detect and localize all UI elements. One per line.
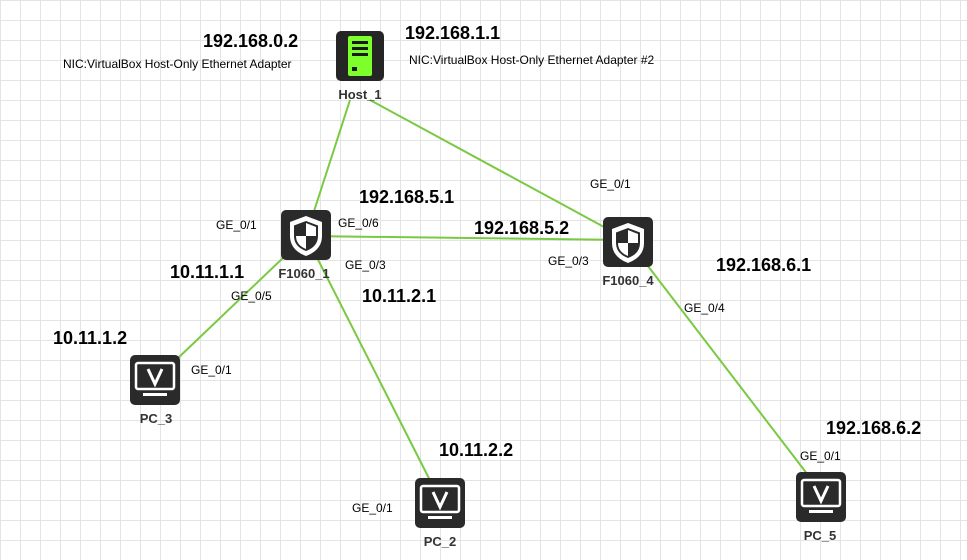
pc-monitor-icon <box>419 484 461 519</box>
port-pc2-ge01: GE_0/1 <box>352 501 393 515</box>
pc-2-device[interactable]: PC_2 <box>415 478 465 549</box>
port-f1060-4-ge04: GE_0/4 <box>684 301 725 315</box>
pc-2-box <box>415 478 465 528</box>
ip-pc3: 10.11.1.2 <box>53 328 127 348</box>
link-f1060-4-pc5[interactable] <box>627 239 822 493</box>
link-f1060-1-f1060-4[interactable] <box>305 235 629 241</box>
ip-f1060-1-to-pc2: 10.11.2.1 <box>362 286 436 306</box>
pc-monitor-icon <box>800 478 842 513</box>
nic-host1-right: NIC:VirtualBox Host-Only Ethernet Adapte… <box>409 53 655 67</box>
f1060-1-label: F1060_1 <box>278 266 329 281</box>
pc-5-device[interactable]: PC_5 <box>796 472 846 543</box>
ip-pc5: 192.168.6.2 <box>826 418 921 438</box>
ip-f1060-4-to-pc5: 192.168.6.1 <box>716 255 811 275</box>
pc-5-box <box>796 472 846 522</box>
pc-monitor-icon <box>134 361 176 396</box>
ip-f1060-1-to-pc3: 10.11.1.1 <box>170 262 244 282</box>
firewall-shield-icon <box>612 223 644 263</box>
f1060-4-device[interactable]: F1060_4 <box>602 217 654 288</box>
nic-host1-left: NIC:VirtualBox Host-Only Ethernet Adapte… <box>63 57 292 71</box>
port-f1060-1-ge06: GE_0/6 <box>338 216 379 230</box>
host-1-label: Host_1 <box>338 87 381 102</box>
pc-3-label: PC_3 <box>140 411 173 426</box>
port-pc3-ge01: GE_0/1 <box>191 363 232 377</box>
port-pc5-ge01: GE_0/1 <box>800 449 841 463</box>
server-icon <box>348 36 372 76</box>
ip-f1060-1-to-f1060-4: 192.168.5.1 <box>359 187 454 207</box>
firewall-shield-icon <box>290 216 322 256</box>
ip-host1-right: 192.168.1.1 <box>405 23 500 43</box>
ip-f1060-4-to-f1060-1: 192.168.5.2 <box>474 218 569 238</box>
pc-3-box <box>130 355 180 405</box>
pc-3-device[interactable]: PC_3 <box>130 355 180 426</box>
f1060-4-label: F1060_4 <box>602 273 654 288</box>
link-f1060-1-pc2[interactable] <box>305 235 441 501</box>
link-f1060-1-pc3[interactable] <box>154 235 307 381</box>
host-1-device[interactable]: Host_1 <box>336 31 384 102</box>
port-f1060-4-ge01: GE_0/1 <box>590 177 631 191</box>
ip-host1-left: 192.168.0.2 <box>203 31 298 51</box>
pc-2-label: PC_2 <box>424 534 457 549</box>
port-f1060-1-ge03: GE_0/3 <box>345 258 386 272</box>
port-f1060-1-ge05: GE_0/5 <box>231 289 272 303</box>
port-f1060-4-ge03: GE_0/3 <box>548 254 589 268</box>
pc-5-label: PC_5 <box>804 528 837 543</box>
f1060-1-device[interactable]: F1060_1 <box>278 210 331 281</box>
ip-pc2: 10.11.2.2 <box>439 440 513 460</box>
link-host1-f1060-4[interactable] <box>369 99 629 241</box>
port-f1060-1-ge01: GE_0/1 <box>216 218 257 232</box>
